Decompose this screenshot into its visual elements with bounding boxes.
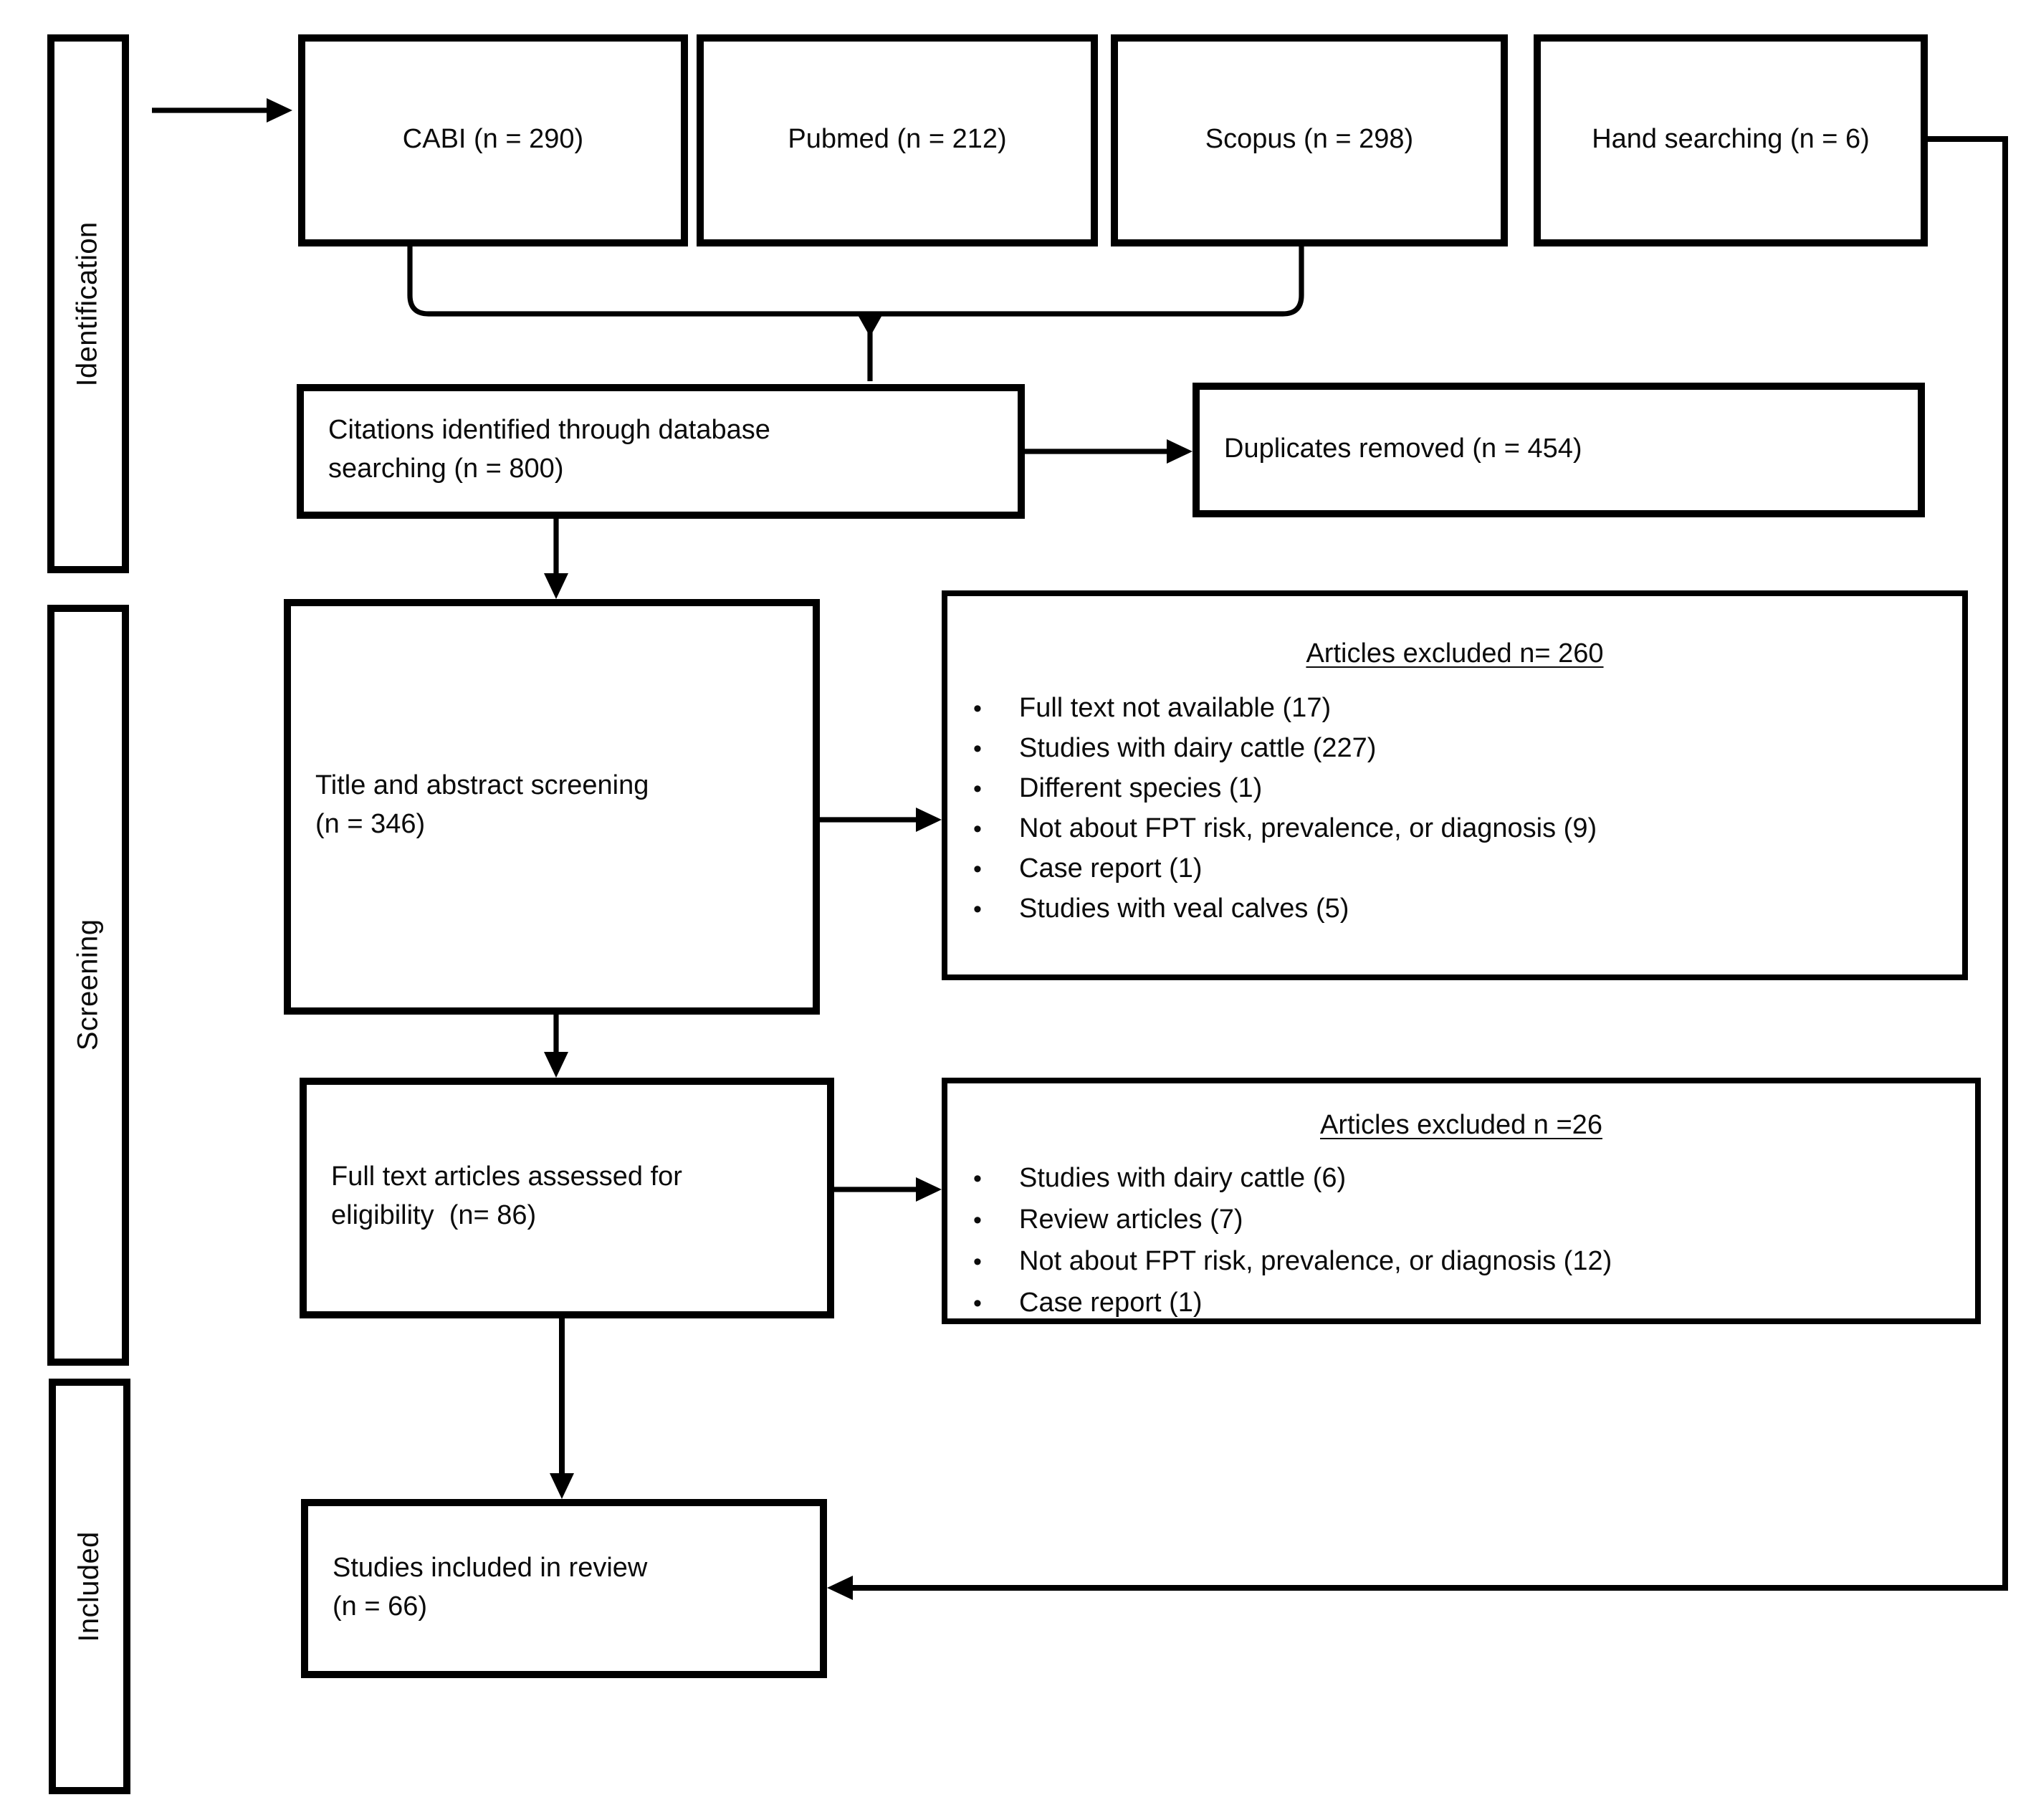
source-label-hand-searching: Hand searching (n = 6) [1592,124,1870,155]
excluded-title-abstract-box: Articles excluded n= 260 Full text not a… [942,590,1968,980]
excluded-reason-item: Not about FPT risk, prevalence, or diagn… [950,1241,1975,1283]
stage-label-screening: Screening [72,919,104,1051]
excluded-reason-item: Case report (1) [950,1283,1975,1324]
sources-merge-cusp [857,314,883,337]
arrow-into-cabi-head [267,98,292,123]
excluded-reason-item: Full text not available (17) [950,689,1962,729]
arrow-handsearch-to-included-line [851,136,2008,1591]
citations-identified-box: Citations identified through database se… [297,384,1025,519]
studies-included-box: Studies included in review (n = 66) [301,1499,827,1678]
citations-identified-label: Citations identified through database se… [328,416,770,484]
source-box-scopus: Scopus (n = 298) [1111,34,1508,246]
source-box-pubmed: Pubmed (n = 212) [697,34,1098,246]
stage-box-included: Included [49,1379,130,1794]
excluded-fulltext-box: Articles excluded n =26 Studies with dai… [942,1078,1981,1324]
arrow-citations-to-screening-head [544,573,568,599]
source-label-scopus: Scopus (n = 298) [1205,124,1414,155]
excluded-fulltext-heading: Articles excluded n =26 [1320,1111,1602,1141]
excluded-reason-item: Studies with veal calves (5) [950,890,1962,930]
stage-label-identification: Identification [72,221,104,387]
excluded-title-abstract-heading: Articles excluded n= 260 [1306,639,1604,669]
excluded-reason-item: Review articles (7) [950,1199,1975,1241]
arrow-fulltext-to-included-head [550,1473,574,1499]
source-label-pubmed: Pubmed (n = 212) [788,124,1007,155]
excluded-reason-item: Studies with dairy cattle (227) [950,729,1962,770]
excluded-fulltext-list: Studies with dairy cattle (6)Review arti… [950,1158,1975,1324]
studies-included-label: Studies included in review (n = 66) [333,1553,648,1622]
excluded-reason-item: Different species (1) [950,770,1962,810]
stage-label-included: Included [73,1531,105,1642]
title-abstract-screening-box: Title and abstract screening (n = 346) [284,599,820,1015]
stage-box-screening: Screening [47,605,129,1366]
source-box-cabi: CABI (n = 290) [298,34,688,246]
duplicates-removed-label: Duplicates removed (n = 454) [1224,434,1582,464]
source-label-cabi: CABI (n = 290) [402,124,584,155]
excluded-reason-item: Studies with dairy cattle (6) [950,1158,1975,1199]
arrow-citations-to-duplicates-head [1167,439,1193,464]
fulltext-assessed-label: Full text articles assessed for eligibil… [331,1162,682,1231]
arrow-screening-to-excluded-head [916,808,942,832]
excluded-reason-item: Not about FPT risk, prevalence, or diagn… [950,810,1962,850]
arrow-screening-to-fulltext-head [544,1052,568,1078]
source-box-hand-searching: Hand searching (n = 6) [1534,34,1928,246]
arrow-handsearch-to-included-head [827,1576,853,1600]
excluded-reason-item: Case report (1) [950,850,1962,890]
arrow-fulltext-to-excluded-head [916,1177,942,1202]
duplicates-removed-box: Duplicates removed (n = 454) [1193,383,1925,517]
stage-box-identification: Identification [47,34,129,573]
title-abstract-screening-label: Title and abstract screening (n = 346) [315,771,649,840]
excluded-title-abstract-list: Full text not available (17)Studies with… [950,689,1962,930]
sources-merge-brace [407,244,1304,317]
fulltext-assessed-box: Full text articles assessed for eligibil… [300,1078,834,1318]
